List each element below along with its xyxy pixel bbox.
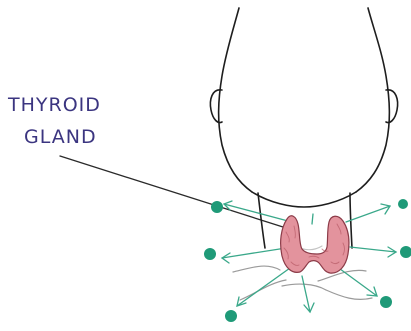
collar-line-2 xyxy=(240,280,286,300)
arrow-up-short xyxy=(312,214,313,224)
head-left-contour xyxy=(219,8,252,192)
hormone-dot xyxy=(380,296,392,308)
thyroid-gland xyxy=(281,216,349,273)
head-right-contour xyxy=(356,8,389,192)
collar-line-4 xyxy=(326,290,372,299)
collar-line-1 xyxy=(233,266,280,272)
arrow-lower-left xyxy=(237,268,290,306)
label-line-thyroid: THYROID xyxy=(7,94,101,116)
thyroid-shape xyxy=(281,216,349,273)
label-line-gland: GLAND xyxy=(24,126,97,148)
thyroid-label: THYROID GLAND xyxy=(7,94,101,148)
hormone-dot xyxy=(204,248,216,260)
hormone-dot xyxy=(211,201,223,213)
hormone-dot xyxy=(225,310,237,322)
hormone-dot xyxy=(398,199,408,209)
leader-line xyxy=(60,156,283,227)
hormone-dot xyxy=(400,246,411,258)
arrow-left xyxy=(222,248,286,258)
head-outline xyxy=(210,8,397,248)
collar-line-3 xyxy=(318,270,366,281)
arrow-upper-right xyxy=(346,206,390,222)
jaw-line xyxy=(252,192,356,207)
